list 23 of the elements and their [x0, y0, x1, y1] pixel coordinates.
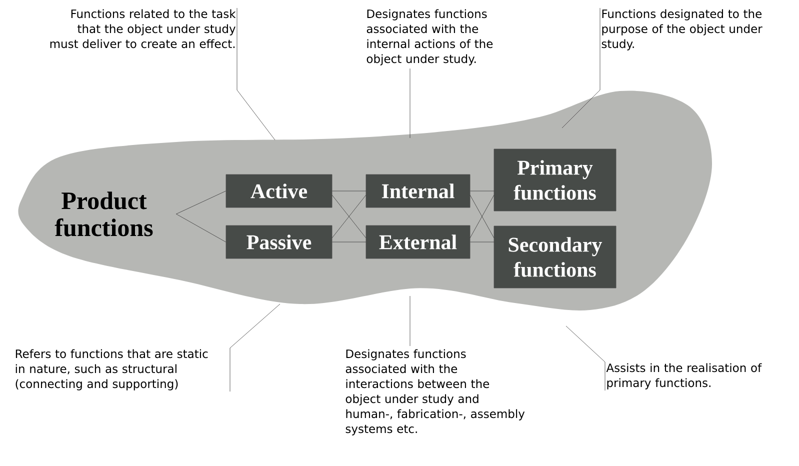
leader-line	[566, 326, 606, 391]
connector-line	[332, 190, 366, 192]
callout-text: Refers to functions that are static in nature, such as structural (connecting and supporting)	[16, 349, 208, 390]
function-box: Active	[226, 174, 332, 208]
function-box: External	[366, 225, 470, 259]
leader-line	[230, 304, 280, 392]
callout-text: Designates functions associated with the internal actions of the object under study.	[366, 9, 493, 66]
crossing-lines	[470, 194, 494, 238]
function-box: Internal	[366, 174, 470, 208]
function-box: Passive	[226, 225, 332, 259]
connector-line	[176, 214, 226, 242]
leader-line	[236, 8, 276, 140]
crossing-lines	[332, 194, 366, 238]
callout-text: Designates functions associated with the interactions between the object under study and human-, fabrication-, assembly systems etc.	[346, 349, 525, 436]
callout-text: Assists in the realisation of primary functions.	[606, 363, 762, 390]
root-label: Product functions	[54, 192, 153, 236]
connector-line	[470, 190, 494, 192]
function-box: Primary functions	[494, 148, 616, 212]
function-box: Secondary functions	[494, 226, 616, 288]
callout-text: Functions related to the task that the object under study must deliver to create an effect.	[50, 9, 236, 48]
callout-text: Functions designated to the purpose of the object under study.	[602, 9, 762, 50]
leader-line	[562, 8, 600, 128]
connector-line	[176, 190, 226, 214]
